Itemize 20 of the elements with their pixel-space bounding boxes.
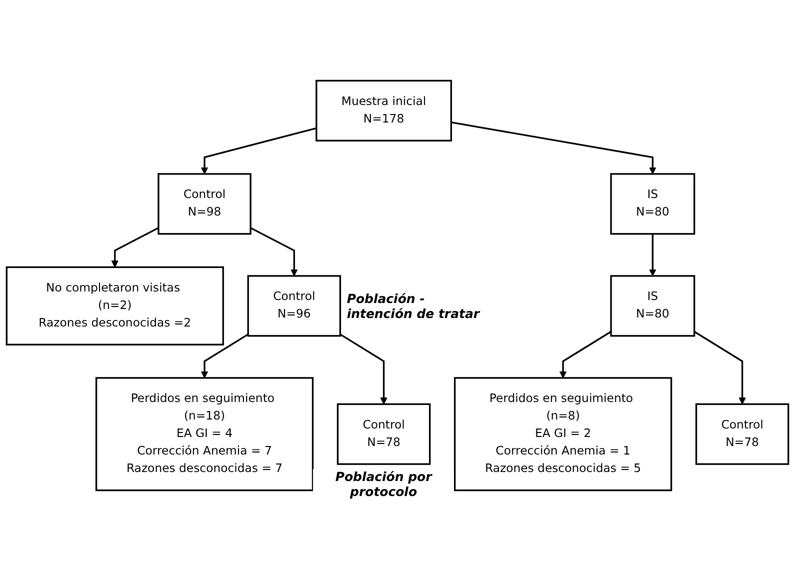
node-box [316,80,452,142]
arrow [694,330,746,404]
arrow [559,330,612,378]
node-box [610,275,696,337]
node-box [610,173,696,235]
arrow [340,334,388,404]
node-box [95,377,314,492]
node-box [336,403,431,465]
arrow [200,334,249,378]
node-box [454,377,672,492]
population-label: Población por protocolo [312,469,454,500]
node-box [158,173,252,235]
node-box [695,403,790,465]
arrow [200,127,317,174]
arrow [649,234,656,276]
arrow [451,122,656,174]
node-box [6,266,224,346]
node-box [247,275,342,337]
arrow [111,227,159,268]
arrow [250,227,298,276]
